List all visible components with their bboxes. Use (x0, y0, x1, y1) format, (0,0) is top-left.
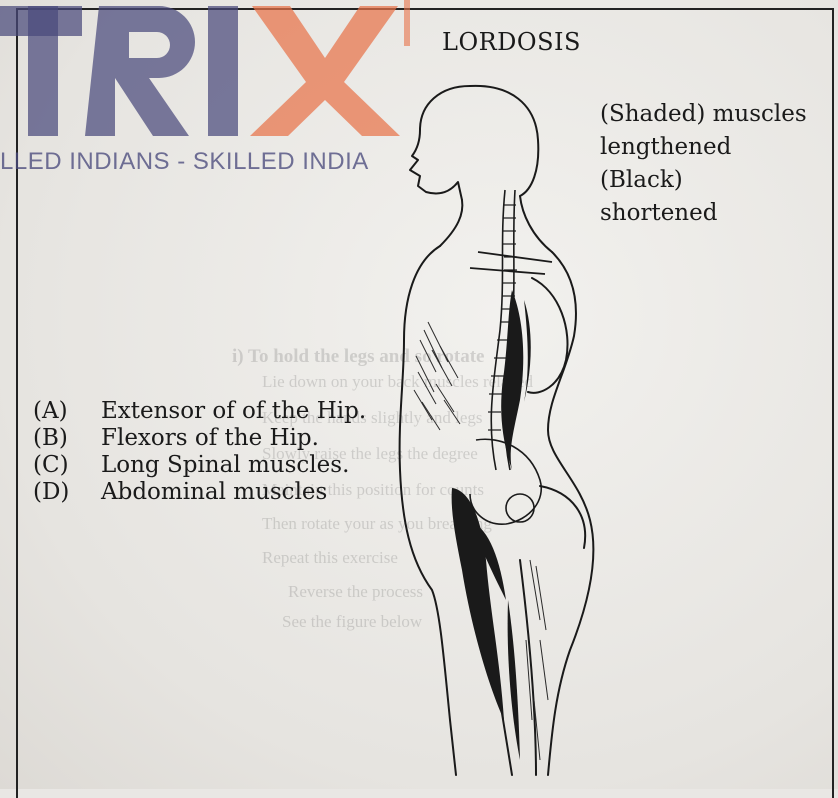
pelvis (470, 439, 541, 524)
option-a: (A) Extensor of of the Hip. (33, 398, 366, 425)
options-list: (A) Extensor of of the Hip. (B) Flexors … (33, 398, 366, 506)
option-key: (A) (33, 398, 101, 425)
black-muscles-hip (452, 488, 520, 760)
legend-line: lengthened (600, 131, 807, 164)
neck-back (520, 196, 552, 252)
option-key: (B) (33, 425, 101, 452)
head-outline (410, 86, 470, 200)
figure-title: LORDOSIS (442, 28, 581, 56)
buttock-outline (540, 486, 585, 548)
clavicle (470, 252, 552, 274)
back-outline (548, 252, 593, 775)
option-text: Abdominal muscles (101, 479, 327, 506)
option-b: (B) Flexors of the Hip. (33, 425, 366, 452)
option-d: (D) Abdominal muscles (33, 479, 366, 506)
legend-line: shortened (600, 197, 807, 230)
neck-front (440, 200, 462, 246)
option-text: Long Spinal muscles. (101, 452, 349, 479)
option-text: Flexors of the Hip. (101, 425, 319, 452)
option-c: (C) Long Spinal muscles. (33, 452, 366, 479)
shaded-muscles-leg (526, 560, 548, 760)
legend-line: (Shaded) muscles (600, 98, 807, 131)
front-outline (400, 246, 456, 775)
skull-back (470, 86, 538, 196)
shaded-muscles-abdominal (414, 322, 460, 430)
option-key: (C) (33, 452, 101, 479)
legend-note: (Shaded) muscles lengthened (Black) shor… (600, 98, 807, 230)
option-key: (D) (33, 479, 101, 506)
legend-line: (Black) (600, 164, 807, 197)
option-text: Extensor of of the Hip. (101, 398, 366, 425)
